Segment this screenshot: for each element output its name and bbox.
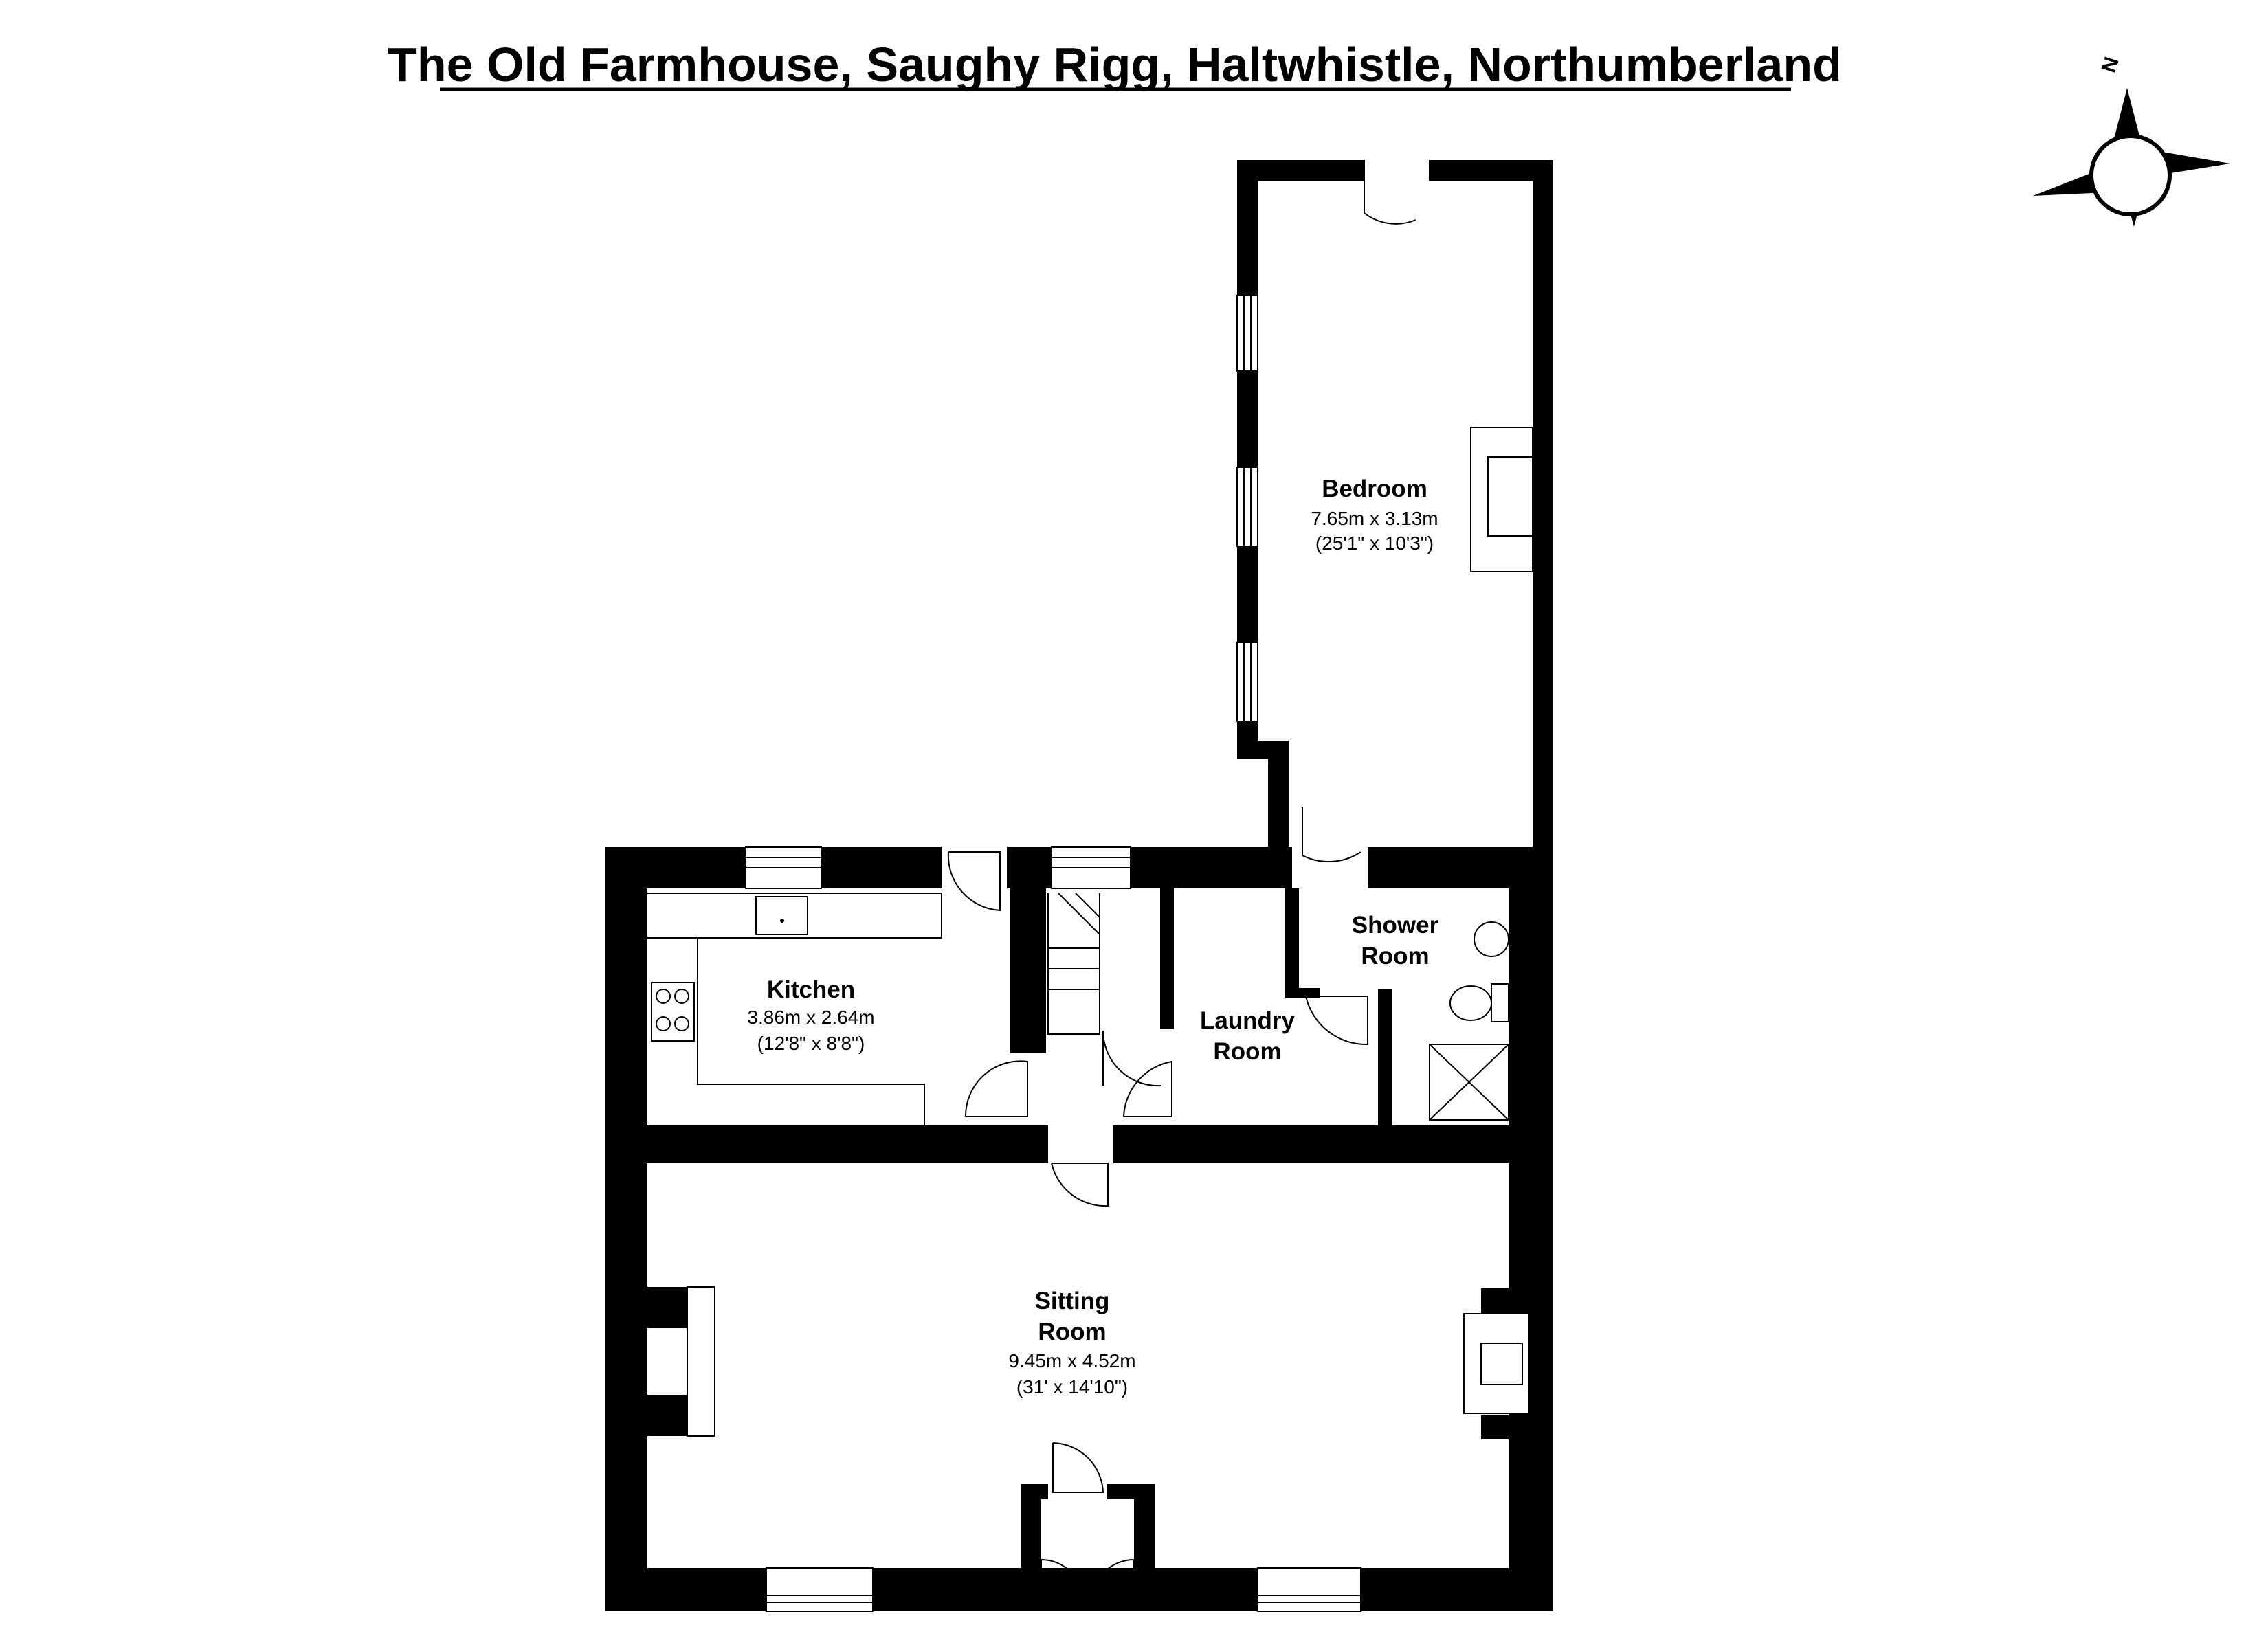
room-dimensions-metric: 7.65m x 3.13m — [1311, 508, 1438, 529]
windows — [745, 295, 1361, 1612]
room-name: Bedroom — [1322, 475, 1427, 502]
room-dimensions-metric: 3.86m x 2.64m — [747, 1007, 874, 1028]
compass-rose-icon: N — [2033, 54, 2230, 227]
room-label-kitchen: Kitchen 3.86m x 2.64m (12'8" x 8'8") — [747, 976, 874, 1054]
room-dimensions-imperial: (31' x 14'10") — [1016, 1376, 1128, 1398]
room-name-line-1: Laundry — [1200, 1007, 1296, 1034]
room-dimensions-imperial: (25'1" x 10'3") — [1315, 532, 1434, 554]
page-title: The Old Farmhouse, Saughy Rigg, Haltwhis… — [388, 38, 1842, 91]
room-name-line-2: Room — [1038, 1319, 1106, 1345]
room-label-shower-room: Shower Room — [1352, 912, 1439, 969]
room-label-sitting-room: Sitting Room 9.45m x 4.52m (31' x 14'10"… — [1008, 1288, 1135, 1398]
room-label-laundry-room: Laundry Room — [1200, 1007, 1296, 1065]
doors — [942, 160, 1430, 1605]
room-name-line-2: Room — [1361, 943, 1429, 969]
room-dimensions-imperial: (12'8" x 8'8") — [757, 1033, 865, 1054]
room-dimensions-metric: 9.45m x 4.52m — [1008, 1350, 1135, 1371]
room-name-line-1: Shower — [1352, 912, 1439, 939]
room-name-line-1: Sitting — [1035, 1288, 1110, 1314]
compass-n-label: N — [2098, 54, 2124, 76]
room-name: Kitchen — [767, 976, 855, 1003]
fixtures — [647, 427, 1533, 1437]
room-label-bedroom: Bedroom 7.65m x 3.13m (25'1" x 10'3") — [1311, 475, 1438, 554]
room-name-line-2: Room — [1213, 1038, 1281, 1065]
